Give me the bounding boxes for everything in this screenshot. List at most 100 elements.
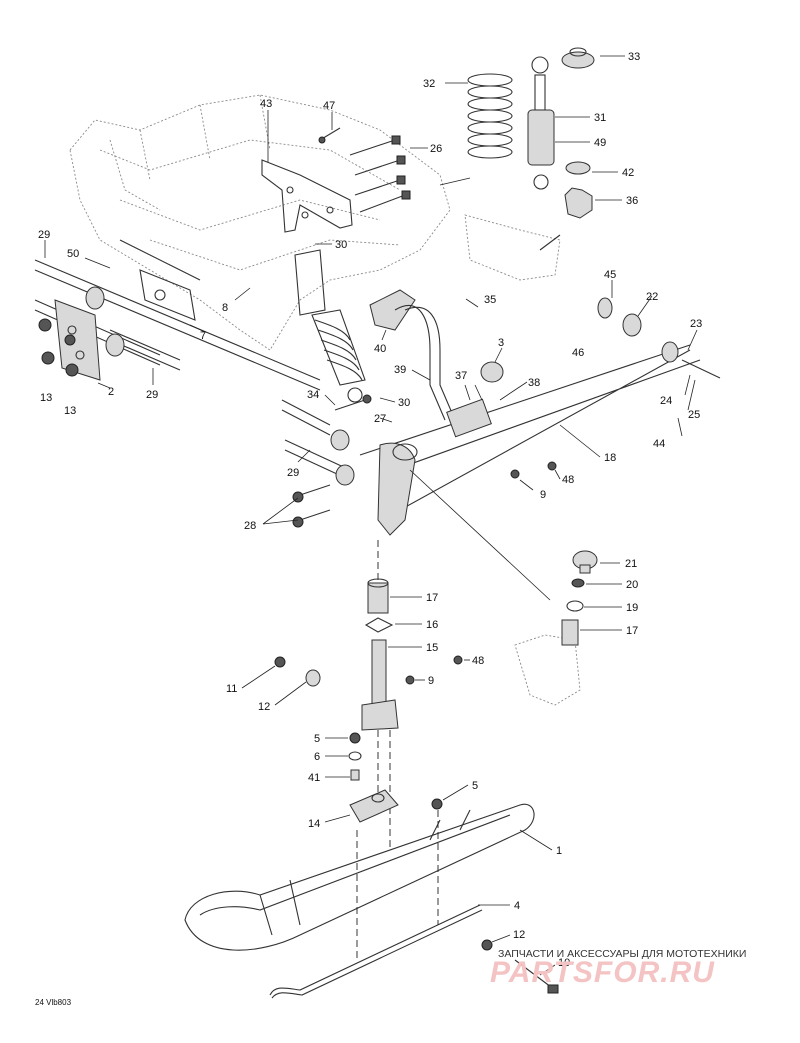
bolts-26 (349, 135, 411, 213)
callout-34: 34 (307, 389, 319, 401)
callout-40: 40 (374, 343, 386, 355)
callout-7: 7 (200, 330, 206, 342)
callout-36: 36 (626, 195, 638, 207)
cap-3 (480, 361, 504, 383)
shock-31 (527, 56, 555, 190)
callout-17-a: 17 (426, 592, 438, 604)
callout-22: 22 (646, 291, 658, 303)
washer-20 (571, 578, 585, 588)
nuts-13 (38, 318, 79, 377)
callout-46: 46 (572, 347, 584, 359)
mount-bracket (261, 159, 353, 233)
callout-16: 16 (426, 619, 438, 631)
callout-14: 14 (308, 818, 320, 830)
washer-42 (565, 161, 591, 175)
chassis-frame (69, 94, 451, 351)
callout-2: 2 (108, 386, 114, 398)
callout-33: 33 (628, 51, 640, 63)
callout-29-c: 29 (287, 467, 299, 479)
callout-27: 27 (374, 413, 386, 425)
callout-labels: 33 32 31 49 42 36 43 47 26 29 50 30 8 7 … (38, 51, 702, 969)
washer-33 (561, 47, 595, 69)
callout-23: 23 (690, 318, 702, 330)
ski-1 (184, 803, 535, 951)
clamp-37 (446, 398, 492, 438)
callout-35: 35 (484, 294, 496, 306)
watermark: PARTSFOR.RU ЗАПЧАСТИ И АКСЕССУАРЫ ДЛЯ МО… (490, 948, 746, 989)
callout-48-b: 48 (472, 655, 484, 667)
callout-15: 15 (426, 642, 438, 654)
bolt-10-nut-12b (481, 939, 559, 994)
washer-19 (566, 600, 584, 612)
right-bracket (464, 214, 561, 281)
callout-5-a: 5 (314, 733, 320, 745)
callout-49: 49 (594, 137, 606, 149)
callout-12-b: 12 (513, 929, 525, 941)
bushings (85, 286, 355, 486)
bracket-plate-2 (54, 299, 101, 381)
callout-20: 20 (626, 579, 638, 591)
callout-42: 42 (622, 167, 634, 179)
callout-47: 47 (323, 100, 335, 112)
callout-10: 10 (558, 957, 570, 969)
callout-17-b: 17 (626, 625, 638, 637)
washer-16 (364, 617, 394, 633)
bolt-47 (318, 127, 341, 144)
callout-8: 8 (222, 302, 228, 314)
nut-36 (564, 187, 593, 219)
bushings-22-45 (597, 297, 721, 379)
callout-28: 28 (244, 520, 256, 532)
callout-21: 21 (625, 558, 637, 570)
callout-11: 11 (226, 683, 237, 695)
nut-11-bushing-12a (274, 656, 321, 687)
callout-26: 26 (430, 143, 442, 155)
callout-18: 18 (604, 452, 616, 464)
diagram-code: 24 Vlb803 (35, 998, 72, 1007)
nut-5b (431, 798, 443, 810)
callout-43: 43 (260, 98, 272, 110)
callout-45: 45 (604, 269, 616, 281)
callout-13-a: 13 (40, 392, 52, 404)
bushing-17a (367, 578, 389, 614)
center-shock (294, 249, 366, 403)
plate-7 (119, 239, 201, 321)
fittings-9-48 (405, 461, 557, 685)
bushing-17b (561, 619, 579, 646)
watermark-brand: PARTSFOR.RU (490, 956, 715, 989)
callout-38: 38 (528, 377, 540, 389)
spindle-15 (361, 639, 399, 731)
spring-32 (467, 73, 513, 159)
callout-6: 6 (314, 751, 320, 763)
callout-31: 31 (594, 112, 606, 124)
knuckle-right (514, 634, 581, 706)
callout-1: 1 (556, 845, 562, 857)
callout-41: 41 (308, 772, 320, 784)
callout-30-a: 30 (335, 239, 347, 251)
callout-5-b: 5 (472, 780, 478, 792)
callout-3: 3 (498, 337, 504, 349)
leader-lines (44, 55, 698, 976)
callout-50: 50 (67, 248, 79, 260)
runner-4 (269, 904, 483, 999)
callout-13-b: 13 (64, 405, 76, 417)
callout-44: 44 (653, 438, 665, 450)
a-arm-18 (359, 344, 701, 536)
callout-48-a: 48 (562, 474, 574, 486)
callout-4: 4 (514, 900, 520, 912)
callout-39: 39 (394, 364, 406, 376)
knob-21 (572, 550, 598, 574)
install-arrow (439, 177, 471, 186)
callout-9-b: 9 (428, 675, 434, 687)
steering-arm-40-39 (369, 289, 456, 421)
bolts-28 (292, 484, 331, 528)
small-hardware-5-6-41 (348, 732, 362, 781)
ski-saddle-14 (349, 789, 399, 823)
callout-29-b: 29 (146, 389, 158, 401)
callout-9-a: 9 (540, 489, 546, 501)
callout-12-a: 12 (258, 701, 270, 713)
axis-diag (409, 469, 551, 601)
callout-29-a: 29 (38, 229, 50, 241)
callout-25: 25 (688, 409, 700, 421)
